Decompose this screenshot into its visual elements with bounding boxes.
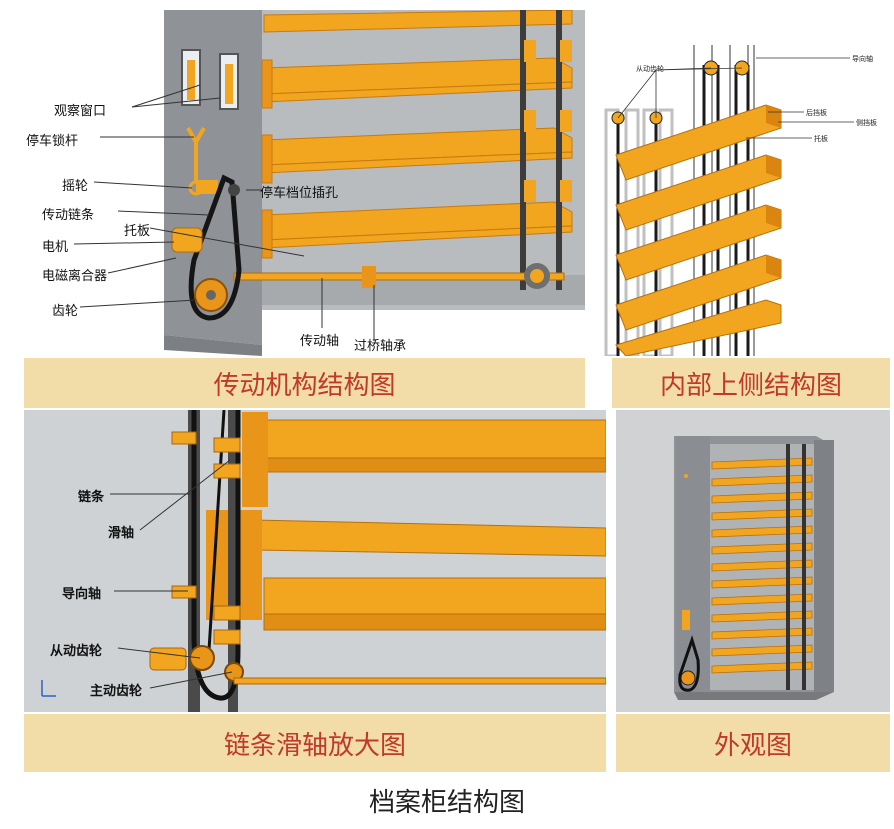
inner-top-drawing bbox=[604, 45, 854, 356]
label-guide-shaft-inner: 导向轴 bbox=[852, 55, 873, 63]
label-driven-gear-inner: 从动齿轮 bbox=[636, 65, 664, 73]
label-tray: 托板 bbox=[124, 224, 151, 239]
label-chain-zoom-chain: 链条 bbox=[78, 490, 105, 505]
panel-chain-zoom: 链条 滑轴 导向轴 从动齿轮 主动齿轮 bbox=[24, 410, 606, 712]
caption-exterior: 外观图 bbox=[616, 714, 890, 772]
label-shaft: 传动轴 bbox=[300, 334, 340, 349]
label-drive-gear: 主动齿轮 bbox=[90, 684, 143, 699]
panel-exterior bbox=[616, 410, 890, 712]
caption-inner-top: 内部上侧结构图 bbox=[612, 358, 890, 408]
label-chain-zoom-driven-gear: 从动齿轮 bbox=[50, 644, 103, 659]
label-chain-zoom-guide-shaft: 导向轴 bbox=[62, 587, 102, 602]
transmission-drawing bbox=[73, 10, 585, 356]
label-lock-lever: 停车锁杆 bbox=[26, 134, 79, 149]
caption-transmission: 传动机构结构图 bbox=[24, 358, 585, 408]
label-gear: 齿轮 bbox=[52, 304, 79, 319]
panel-transmission: 观察窗口 停车锁杆 摇轮 传动链条 托板 电机 电磁离合器 齿轮 停车档位插孔 … bbox=[24, 10, 585, 356]
label-chain: 传动链条 bbox=[42, 208, 95, 223]
label-slide-shaft: 滑轴 bbox=[108, 526, 135, 541]
caption-chain-zoom: 链条滑轴放大图 bbox=[24, 714, 606, 772]
label-crank: 摇轮 bbox=[62, 179, 89, 194]
chain-zoom-drawing bbox=[24, 410, 606, 712]
panel-inner-top: 从动齿轮 导向轴 后挡板 侧挡板 托板 bbox=[596, 10, 890, 356]
label-motor: 电机 bbox=[42, 240, 69, 255]
label-side-plate: 侧挡板 bbox=[856, 119, 877, 127]
label-back-plate: 后挡板 bbox=[806, 109, 827, 117]
label-window: 观察窗口 bbox=[54, 104, 107, 119]
label-clutch: 电磁离合器 bbox=[42, 269, 108, 284]
label-tray-inner: 托板 bbox=[814, 135, 828, 143]
label-bridge-bearing: 过桥轴承 bbox=[354, 339, 407, 354]
exterior-drawing bbox=[616, 410, 890, 712]
figure-title: 档案柜结构图 bbox=[368, 788, 525, 818]
label-park-hole: 停车档位插孔 bbox=[260, 186, 339, 201]
